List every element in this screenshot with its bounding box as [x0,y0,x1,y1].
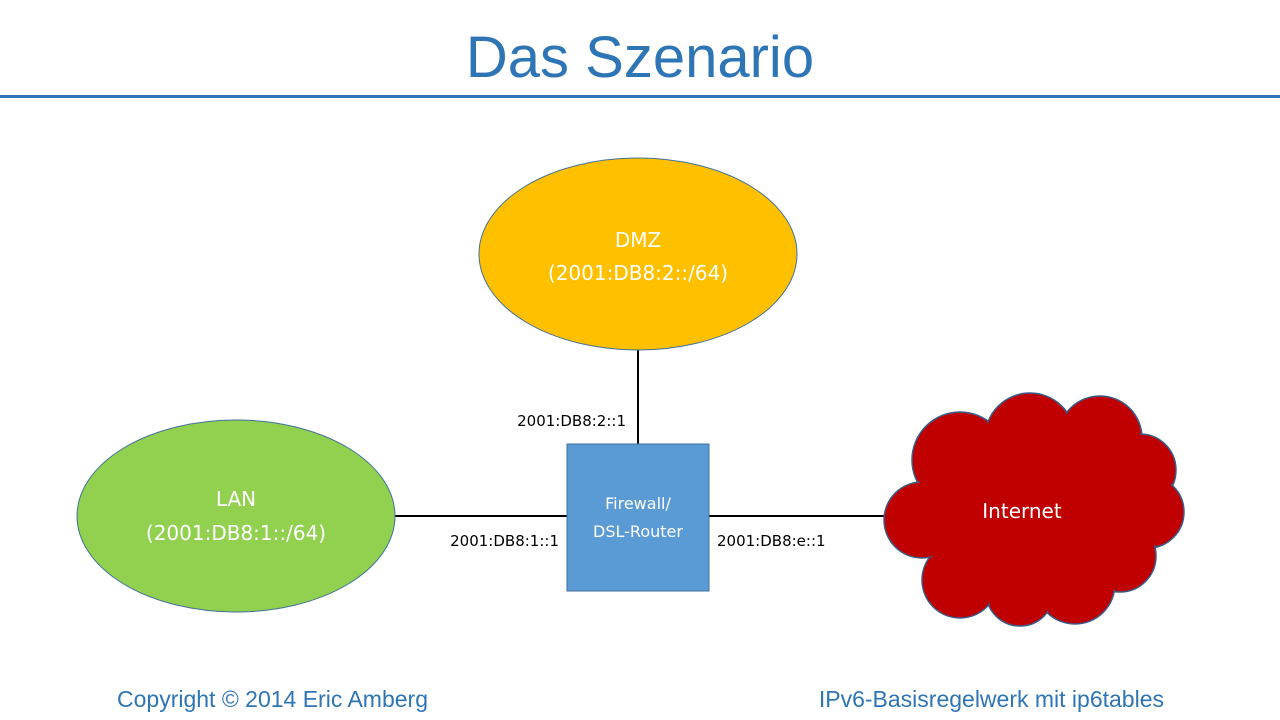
edge-label-internet: 2001:DB8:e::1 [717,532,826,550]
lan-label: LAN [216,487,256,511]
internet-label: Internet [982,499,1062,523]
dmz-subnet: (2001:DB8:2::/64) [548,261,728,285]
dmz-ellipse [478,157,798,351]
edge-label-dmz: 2001:DB8:2::1 [517,412,626,430]
router-label-line2: DSL-Router [593,522,683,541]
title-underline [0,95,1280,98]
router-box [566,443,710,592]
router-label-line1: Firewall/ [605,494,671,513]
lan-node: LAN (2001:DB8:1::/64) [76,419,396,613]
dmz-label: DMZ [615,228,661,252]
dmz-node: DMZ (2001:DB8:2::/64) [478,157,798,351]
footer-topic: IPv6-Basisregelwerk mit ip6tables [818,686,1164,712]
router-node: Firewall/ DSL-Router [566,443,710,592]
internet-node: Internet [883,392,1185,627]
lan-ellipse [76,419,396,613]
edge-label-lan: 2001:DB8:1::1 [450,532,559,550]
internet-cloud-fill [886,395,1182,624]
footer-copyright: Copyright © 2014 Eric Amberg [117,686,428,712]
slide-title: Das Szenario [465,25,815,90]
lan-subnet: (2001:DB8:1::/64) [146,521,326,545]
